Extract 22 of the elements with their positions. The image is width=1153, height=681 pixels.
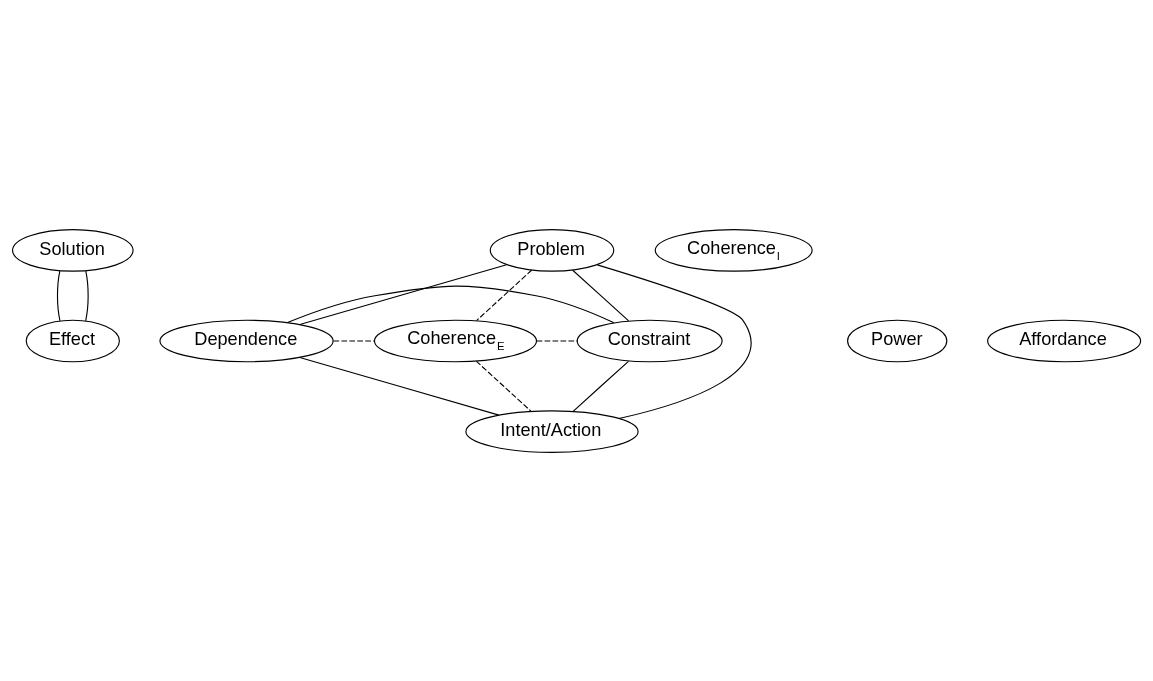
connector xyxy=(572,269,630,321)
connector xyxy=(299,263,508,325)
node-ellipse: Problem xyxy=(489,228,615,272)
node-ellipse: Intent/Action xyxy=(465,409,639,453)
node-ellipse: Constraint xyxy=(576,319,723,362)
connector xyxy=(56,270,61,321)
node-ellipse: Effect xyxy=(25,319,120,362)
node-ellipse: Coherence$_{E}$ xyxy=(373,319,538,362)
connector xyxy=(596,263,752,419)
connector xyxy=(572,360,630,412)
node-ellipse: Coherence$_{I}$ xyxy=(654,228,813,272)
node-ellipse: Dependence xyxy=(159,319,334,362)
node-ellipse: Affordance xyxy=(987,319,1142,362)
connector xyxy=(332,339,375,342)
connector xyxy=(536,339,578,342)
node-ellipse: Solution xyxy=(12,228,134,272)
connector xyxy=(85,270,89,321)
connector xyxy=(286,285,615,323)
node-ellipse: Power xyxy=(847,319,948,362)
connector xyxy=(476,269,533,321)
connector xyxy=(299,356,500,416)
connector xyxy=(475,360,532,412)
